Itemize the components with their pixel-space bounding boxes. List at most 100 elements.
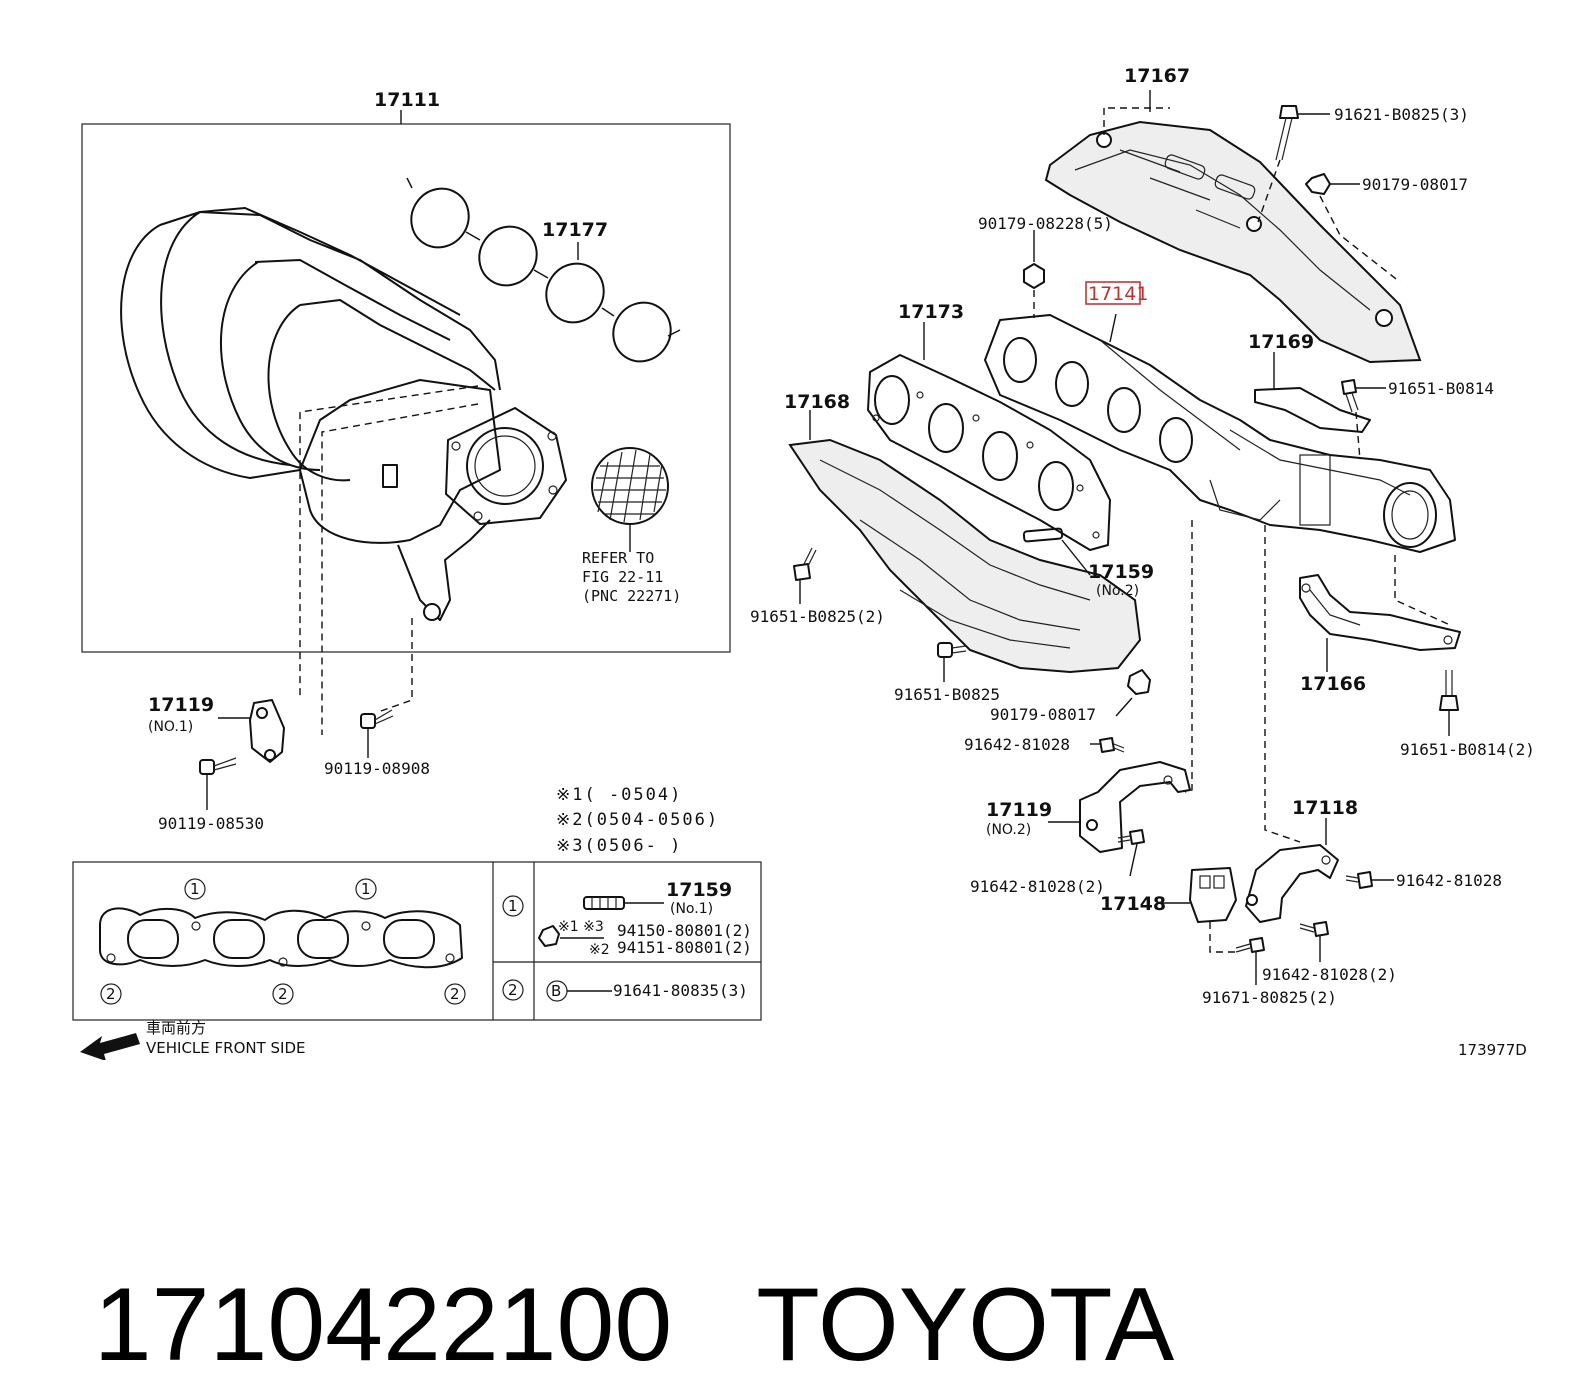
parts-diagram: 17111 17177 REFER TO bbox=[72, 65, 1535, 1060]
svg-text:B: B bbox=[551, 982, 561, 1000]
bolt-91642-2a-icon bbox=[1117, 829, 1145, 877]
label-91651-b0814[interactable]: 91651-B0814 bbox=[1388, 379, 1494, 398]
stay-17119-no2 bbox=[1048, 761, 1191, 853]
bolt-90119-08530-icon bbox=[199, 757, 237, 810]
label-17119-no2[interactable]: 17119 bbox=[986, 799, 1052, 821]
label-91621-b0825-3[interactable]: 91621-B0825(3) bbox=[1334, 105, 1469, 124]
label-17119-no1[interactable]: 17119 bbox=[148, 694, 214, 716]
label-91651-b0825[interactable]: 91651-B0825 bbox=[894, 685, 1000, 704]
bolt-91642-a-icon bbox=[1090, 737, 1125, 753]
circle-marker-1b: 1 bbox=[355, 878, 377, 900]
bolt-91642-b-icon bbox=[1345, 871, 1394, 889]
legend-nut-pn-2[interactable]: 94151-80801(2) bbox=[617, 938, 752, 957]
label-17159-sub: (No.2) bbox=[1096, 583, 1139, 599]
vehicle-front-jp: 車両前方 bbox=[146, 1019, 206, 1037]
legend-bolt-pn[interactable]: 91641-80835(3) bbox=[613, 981, 748, 1000]
label-17167[interactable]: 17167 bbox=[1124, 65, 1190, 87]
exhaust-manifold-17141 bbox=[984, 314, 1456, 553]
intake-manifold-drawing bbox=[120, 207, 501, 482]
bolt-90119-08908-icon bbox=[360, 709, 394, 758]
refer-line-1: REFER TO bbox=[582, 549, 654, 567]
bolt-b-icon: B bbox=[546, 980, 612, 1002]
highlight-box-17141 bbox=[1085, 281, 1141, 305]
gasket-diagram bbox=[99, 907, 463, 969]
legend-nut-marks: ※1 ※3 bbox=[558, 919, 604, 935]
intake-gasket-17177 bbox=[406, 177, 681, 363]
label-91671-80825-2[interactable]: 91671-80825(2) bbox=[1202, 988, 1337, 1007]
circle-marker-2a: 2 bbox=[100, 983, 122, 1005]
intake-manifold-group: 17111 17177 REFER TO bbox=[81, 89, 731, 735]
insulator-17166 bbox=[1299, 555, 1461, 672]
nut-90179-a-icon bbox=[1305, 173, 1401, 283]
label-17159[interactable]: 17159 bbox=[1088, 561, 1154, 583]
arrow-left-icon bbox=[80, 1033, 140, 1060]
svg-text:2: 2 bbox=[450, 985, 460, 1003]
vehicle-front-en: VEHICLE FRONT SIDE bbox=[146, 1039, 306, 1057]
intake-box-frame bbox=[81, 123, 731, 653]
note-1: ※1( -0504) bbox=[556, 785, 682, 805]
stay-17118 bbox=[1245, 818, 1339, 923]
svg-text:2: 2 bbox=[508, 981, 518, 999]
nut-icon bbox=[538, 925, 604, 947]
note-2: ※2(0504-0506) bbox=[556, 810, 719, 830]
footer-brand: TOYOTA bbox=[756, 1267, 1175, 1383]
bolt-91621-icon bbox=[1257, 105, 1330, 223]
label-91642-81028-b[interactable]: 91642-81028 bbox=[1396, 871, 1502, 890]
stud-17159-no2-icon bbox=[1022, 527, 1091, 576]
legend-nut-pn-1[interactable]: 94150-80801(2) bbox=[617, 921, 752, 940]
bolt-91642-2b-icon bbox=[1299, 921, 1329, 962]
label-17169[interactable]: 17169 bbox=[1248, 331, 1314, 353]
svg-text:1: 1 bbox=[508, 897, 518, 915]
label-90179-08228-5[interactable]: 90179-08228(5) bbox=[978, 214, 1113, 233]
legend-nut-mark-2: ※2 bbox=[589, 942, 610, 958]
label-17168[interactable]: 17168 bbox=[784, 391, 850, 413]
vehicle-front-indicator: 車両前方 VEHICLE FRONT SIDE bbox=[80, 1019, 306, 1060]
bracket-17148 bbox=[1162, 867, 1240, 953]
note-3: ※3(0506- ) bbox=[556, 836, 682, 856]
label-17118[interactable]: 17118 bbox=[1292, 797, 1358, 819]
label-90179-08017-a[interactable]: 90179-08017 bbox=[1362, 175, 1468, 194]
legend-frame bbox=[72, 861, 762, 1021]
throttle-flange bbox=[445, 407, 567, 525]
label-17173[interactable]: 17173 bbox=[898, 301, 964, 323]
label-90119-08530[interactable]: 90119-08530 bbox=[158, 814, 264, 833]
label-91651-b0825-2[interactable]: 91651-B0825(2) bbox=[750, 607, 885, 626]
bolt-91651-b0814-icon bbox=[1341, 379, 1386, 461]
stud-17159-no1-icon bbox=[583, 896, 664, 910]
legend-17159-sub: (No.1) bbox=[670, 901, 713, 917]
label-91651-b0814-2[interactable]: 91651-B0814(2) bbox=[1400, 740, 1535, 759]
nut-90179-c-icon bbox=[1115, 669, 1151, 717]
insulator-17169 bbox=[1254, 352, 1371, 433]
label-17166[interactable]: 17166 bbox=[1300, 673, 1366, 695]
bolt-91651-b0825-icon bbox=[937, 642, 967, 682]
bolt-91651-b0814-2-icon bbox=[1439, 670, 1459, 736]
legend-17159[interactable]: 17159 bbox=[666, 879, 732, 901]
svg-text:1: 1 bbox=[361, 880, 371, 898]
legend-row-2-marker: 2 bbox=[502, 979, 524, 1001]
label-90179-08017-c[interactable]: 90179-08017 bbox=[990, 705, 1096, 724]
label-17141[interactable]: 17141 bbox=[1088, 283, 1148, 305]
svg-text:1: 1 bbox=[190, 880, 200, 898]
legend-row-1-marker: 1 bbox=[502, 895, 524, 917]
heat-insulator-17167 bbox=[1044, 107, 1422, 364]
legend-table: 1 1 2 2 2 1 17159 (No.1) bbox=[72, 861, 762, 1021]
footer-part-number: 1710422100 bbox=[93, 1267, 673, 1383]
label-17148[interactable]: 17148 bbox=[1100, 893, 1166, 915]
refer-inset-circle bbox=[591, 447, 669, 552]
label-17111[interactable]: 17111 bbox=[374, 89, 440, 111]
circle-marker-2b: 2 bbox=[272, 983, 294, 1005]
insulator-17168 bbox=[788, 410, 1142, 674]
label-91642-81028-a[interactable]: 91642-81028 bbox=[964, 735, 1070, 754]
svg-text:2: 2 bbox=[106, 985, 116, 1003]
footer-caption: 1710422100 TOYOTA bbox=[36, 1130, 1174, 1383]
label-91642-81028-2a[interactable]: 91642-81028(2) bbox=[970, 877, 1105, 896]
refer-line-3: (PNC 22271) bbox=[582, 587, 681, 605]
illustration-code: 173977D bbox=[1458, 1041, 1527, 1059]
nut-90179-b-icon bbox=[1023, 230, 1045, 318]
stay-17119-no1: 17119 (NO.1) bbox=[148, 694, 285, 763]
svg-text:2: 2 bbox=[278, 985, 288, 1003]
label-17177[interactable]: 17177 bbox=[542, 219, 608, 241]
label-90119-08908[interactable]: 90119-08908 bbox=[324, 759, 430, 778]
bolt-91671-icon bbox=[1235, 937, 1265, 985]
label-91642-81028-2b[interactable]: 91642-81028(2) bbox=[1262, 965, 1397, 984]
